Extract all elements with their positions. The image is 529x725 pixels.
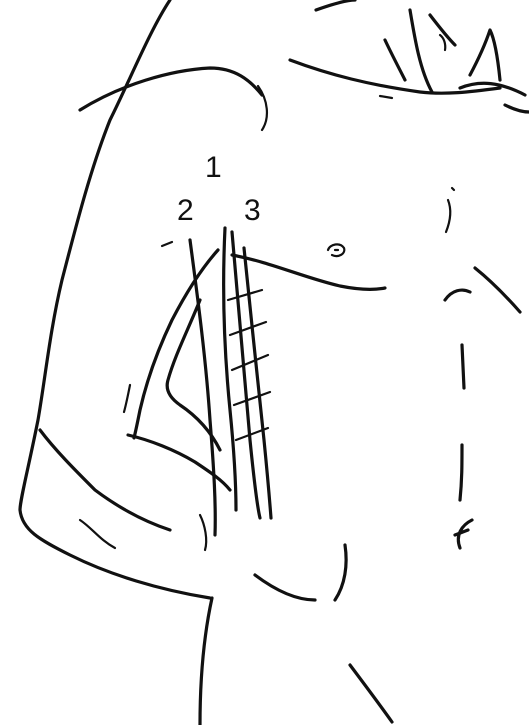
arm-inner-contour — [40, 430, 170, 530]
sternum-mark — [446, 200, 450, 232]
marker-label-3: 3 — [244, 196, 261, 226]
hatch-3 — [232, 355, 268, 370]
pectoral-line — [232, 255, 385, 289]
hatch-2 — [230, 322, 266, 335]
elbow-crease — [80, 520, 115, 548]
neck-sternal-2 — [430, 15, 455, 45]
neck-sternal-1 — [385, 40, 405, 80]
hip-line-left — [200, 598, 212, 725]
umbilicus-arrow — [455, 520, 472, 548]
axilla-tick-top — [162, 242, 172, 246]
clavicle-tick — [380, 96, 392, 98]
midline-lower — [460, 445, 462, 500]
flank-inner — [335, 545, 346, 600]
right-chest-line — [475, 268, 520, 312]
neck-tick-1 — [440, 35, 445, 50]
hip-line-right — [350, 665, 392, 722]
neck-line-right — [410, 10, 432, 92]
marker-label-2: 2 — [177, 196, 194, 226]
biceps-tick — [124, 385, 130, 412]
trapezius-line — [316, 0, 355, 10]
arm-tick-lower — [200, 515, 206, 550]
neck-line-left — [290, 60, 500, 93]
marker-label-1: 1 — [205, 153, 222, 183]
arm-outer-contour — [20, 0, 210, 598]
hatch-1 — [228, 290, 262, 300]
axillary-line-3 — [244, 248, 271, 518]
sternal-notch — [470, 30, 500, 80]
flank-curve — [255, 575, 315, 600]
rib-arc — [445, 290, 470, 300]
midline-upper — [462, 345, 464, 388]
hatch-4 — [234, 392, 270, 405]
shoulder-contour — [80, 68, 262, 110]
axillary-fold-outer — [134, 250, 218, 438]
sternum-dot — [452, 188, 454, 190]
clavicle-end — [505, 105, 529, 112]
